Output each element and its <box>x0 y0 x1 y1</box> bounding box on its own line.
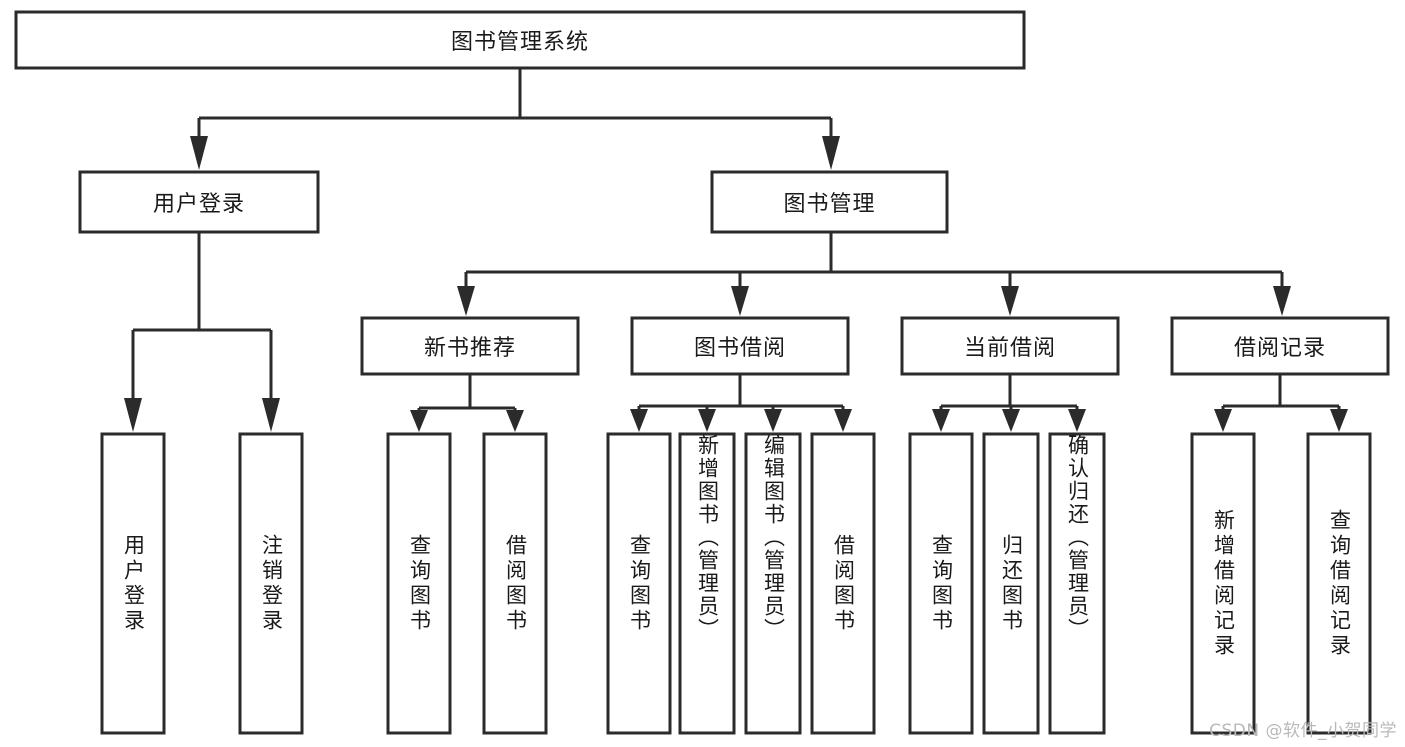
node-box-leaf-query-book-2[interactable] <box>606 432 672 735</box>
connector-borrow-record-to-leaves <box>1214 374 1348 432</box>
arrow-head-leaf-logout <box>262 398 280 432</box>
node-box-current-borrow[interactable] <box>900 316 1120 376</box>
arrow-head-leaf-query-book-1 <box>410 410 428 432</box>
node-box-leaf-confirm-return[interactable] <box>1048 432 1106 735</box>
arrow-head-leaf-query-record <box>1330 409 1348 432</box>
connector-book-borrow-to-leaves <box>630 374 852 432</box>
node-box-leaf-add-record[interactable] <box>1190 432 1256 735</box>
arrow-head-leaf-return-book <box>1002 409 1020 432</box>
arrow-head-leaf-query-book-2 <box>630 409 648 432</box>
arrow-head-leaf-confirm-return <box>1068 409 1086 432</box>
node-box-leaf-add-book[interactable] <box>678 432 736 735</box>
arrow-head-leaf-edit-book <box>764 409 782 432</box>
node-box-leaf-borrow-book-1[interactable] <box>482 432 548 735</box>
node-box-new-book-rec[interactable] <box>360 316 580 376</box>
node-box-leaf-edit-book[interactable] <box>744 432 802 735</box>
arrow-head-leaf-user-login <box>124 398 142 432</box>
arrow-head-book-manage <box>822 136 840 170</box>
node-box-book-borrow[interactable] <box>630 316 850 376</box>
arrow-head-current-borrow <box>1001 286 1019 316</box>
csdn-watermark: CSDN @软件_小贺同学 <box>1209 721 1397 741</box>
node-box-borrow-record[interactable] <box>1170 316 1390 376</box>
node-box-leaf-return-book[interactable] <box>982 432 1040 735</box>
node-box-leaf-query-record[interactable] <box>1306 432 1372 735</box>
node-box-root[interactable] <box>14 10 1026 70</box>
arrow-head-borrow-record <box>1273 286 1291 316</box>
connector-new-book-rec-to-leaves <box>410 374 524 432</box>
node-box-leaf-query-book-3[interactable] <box>908 432 974 735</box>
connector-user-login-to-leaves <box>124 232 280 432</box>
arrow-head-new-book-rec <box>457 286 475 316</box>
arrow-head-leaf-borrow-book-1 <box>506 410 524 432</box>
arrow-head-leaf-borrow-book-2 <box>834 409 852 432</box>
node-box-leaf-logout[interactable] <box>238 432 304 735</box>
connector-current-borrow-to-leaves <box>932 374 1086 432</box>
arrow-head-book-borrow <box>731 286 749 316</box>
node-box-user-login[interactable] <box>78 170 320 234</box>
node-box-book-manage[interactable] <box>710 170 949 234</box>
arrow-head-user-login <box>190 136 208 170</box>
connector-book-manage-to-level2 <box>457 232 1291 316</box>
arrow-head-leaf-add-book <box>698 409 716 432</box>
node-box-leaf-borrow-book-2[interactable] <box>810 432 876 735</box>
connector-root-to-level1 <box>190 68 840 170</box>
node-box-leaf-query-book-1[interactable] <box>386 432 452 735</box>
arrow-head-leaf-add-record <box>1214 409 1232 432</box>
arrow-head-leaf-query-book-3 <box>932 409 950 432</box>
node-box-leaf-user-login[interactable] <box>100 432 166 735</box>
